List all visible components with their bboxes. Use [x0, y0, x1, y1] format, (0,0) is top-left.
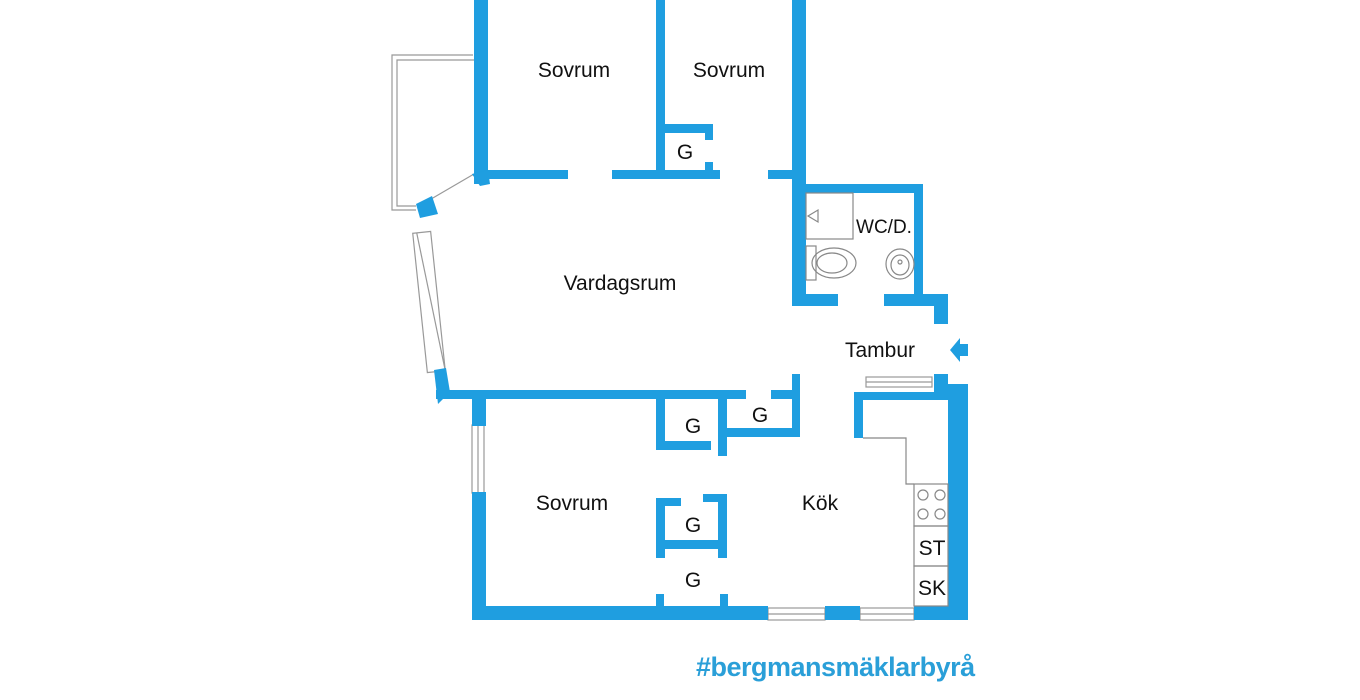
brand-a-ring: å	[960, 652, 975, 682]
closet-label: G	[685, 569, 701, 592]
brand-text-mid: klarbyr	[873, 652, 961, 682]
bathroom-fixtures	[805, 192, 915, 281]
room-label-kok: Kök	[802, 492, 839, 515]
walls	[416, 0, 968, 620]
room-label-sovrum-2: Sovrum	[693, 59, 765, 82]
toilet-bowl	[811, 247, 857, 279]
room-label-sovrum-3: Sovrum	[536, 492, 608, 515]
room-label-sovrum-1: Sovrum	[538, 59, 610, 82]
brand-text-main: #bergmansm	[696, 652, 860, 682]
freezer-box	[913, 565, 949, 607]
brand-a-umlaut: ä	[859, 652, 874, 682]
sink	[885, 248, 915, 280]
room-label-tambur: Tambur	[845, 339, 915, 362]
appliance-label-st: ST	[919, 537, 946, 560]
closet-label: G	[677, 141, 693, 164]
window-living-left	[412, 230, 446, 374]
kitchen-counter	[863, 437, 949, 607]
closet-label: G	[752, 404, 768, 427]
bay-diagonal	[425, 173, 475, 203]
toilet-tank	[805, 245, 817, 281]
closet-label: G	[685, 514, 701, 537]
room-label-wc: WC/D.	[856, 217, 912, 238]
balcony	[391, 54, 476, 211]
room-labels: Sovrum Sovrum Vardagsrum WC/D. Tambur So…	[536, 59, 946, 600]
shower	[805, 192, 854, 240]
windows	[412, 230, 933, 621]
room-label-vardagsrum: Vardagsrum	[564, 272, 677, 295]
closet-label: G	[685, 415, 701, 438]
appliance-label-sk: SK	[918, 577, 946, 600]
brand-logo: #bergmansmäklarbyrå	[696, 652, 975, 683]
